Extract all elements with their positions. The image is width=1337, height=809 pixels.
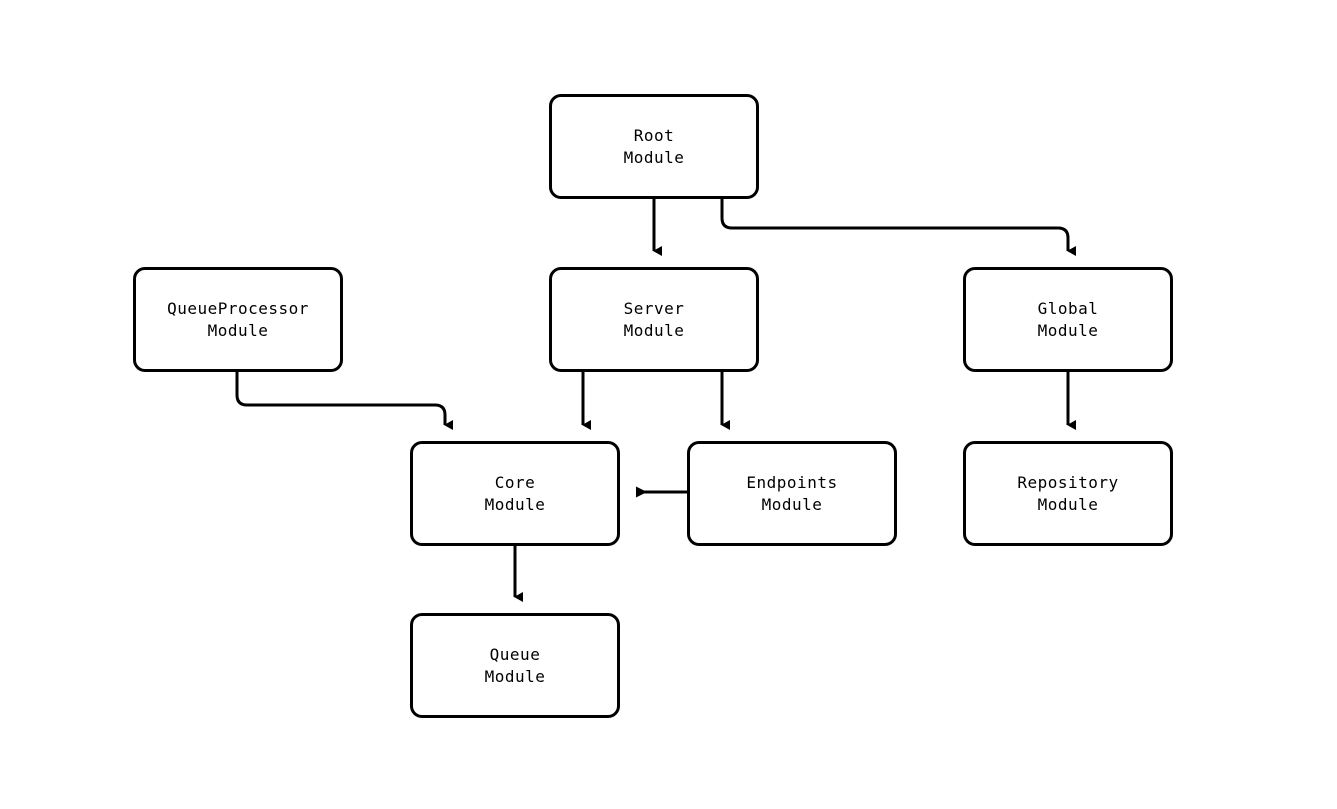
node-label-line1: Core — [494, 472, 536, 492]
node-queue-module[interactable]: Queue Module — [410, 613, 620, 718]
node-label-line1: Global — [1037, 298, 1099, 318]
node-repository-module[interactable]: Repository Module — [963, 441, 1173, 546]
node-label-line2: Module — [623, 147, 685, 167]
node-label-line1: Repository — [1017, 472, 1119, 492]
node-label-line1: Endpoints — [746, 472, 838, 492]
node-label-line2: Module — [1037, 320, 1099, 340]
node-endpoints-module[interactable]: Endpoints Module — [687, 441, 897, 546]
node-root-module[interactable]: Root Module — [549, 94, 759, 199]
node-label-line2: Module — [207, 320, 269, 340]
node-server-module[interactable]: Server Module — [549, 267, 759, 372]
node-label-line1: QueueProcessor — [167, 298, 309, 318]
edge-queueprocessor-to-core — [235, 372, 453, 430]
node-label-line2: Module — [623, 320, 685, 340]
node-global-module[interactable]: Global Module — [963, 267, 1173, 372]
node-label-line2: Module — [484, 494, 546, 514]
edge-root-to-global — [720, 199, 1076, 256]
node-label-line1: Queue — [489, 644, 541, 664]
node-label-line1: Root — [633, 125, 675, 145]
node-core-module[interactable]: Core Module — [410, 441, 620, 546]
node-label-line2: Module — [484, 666, 546, 686]
node-queueprocessor-module[interactable]: QueueProcessor Module — [133, 267, 343, 372]
node-label-line2: Module — [761, 494, 823, 514]
node-label-line1: Server — [623, 298, 685, 318]
node-label-line2: Module — [1037, 494, 1099, 514]
